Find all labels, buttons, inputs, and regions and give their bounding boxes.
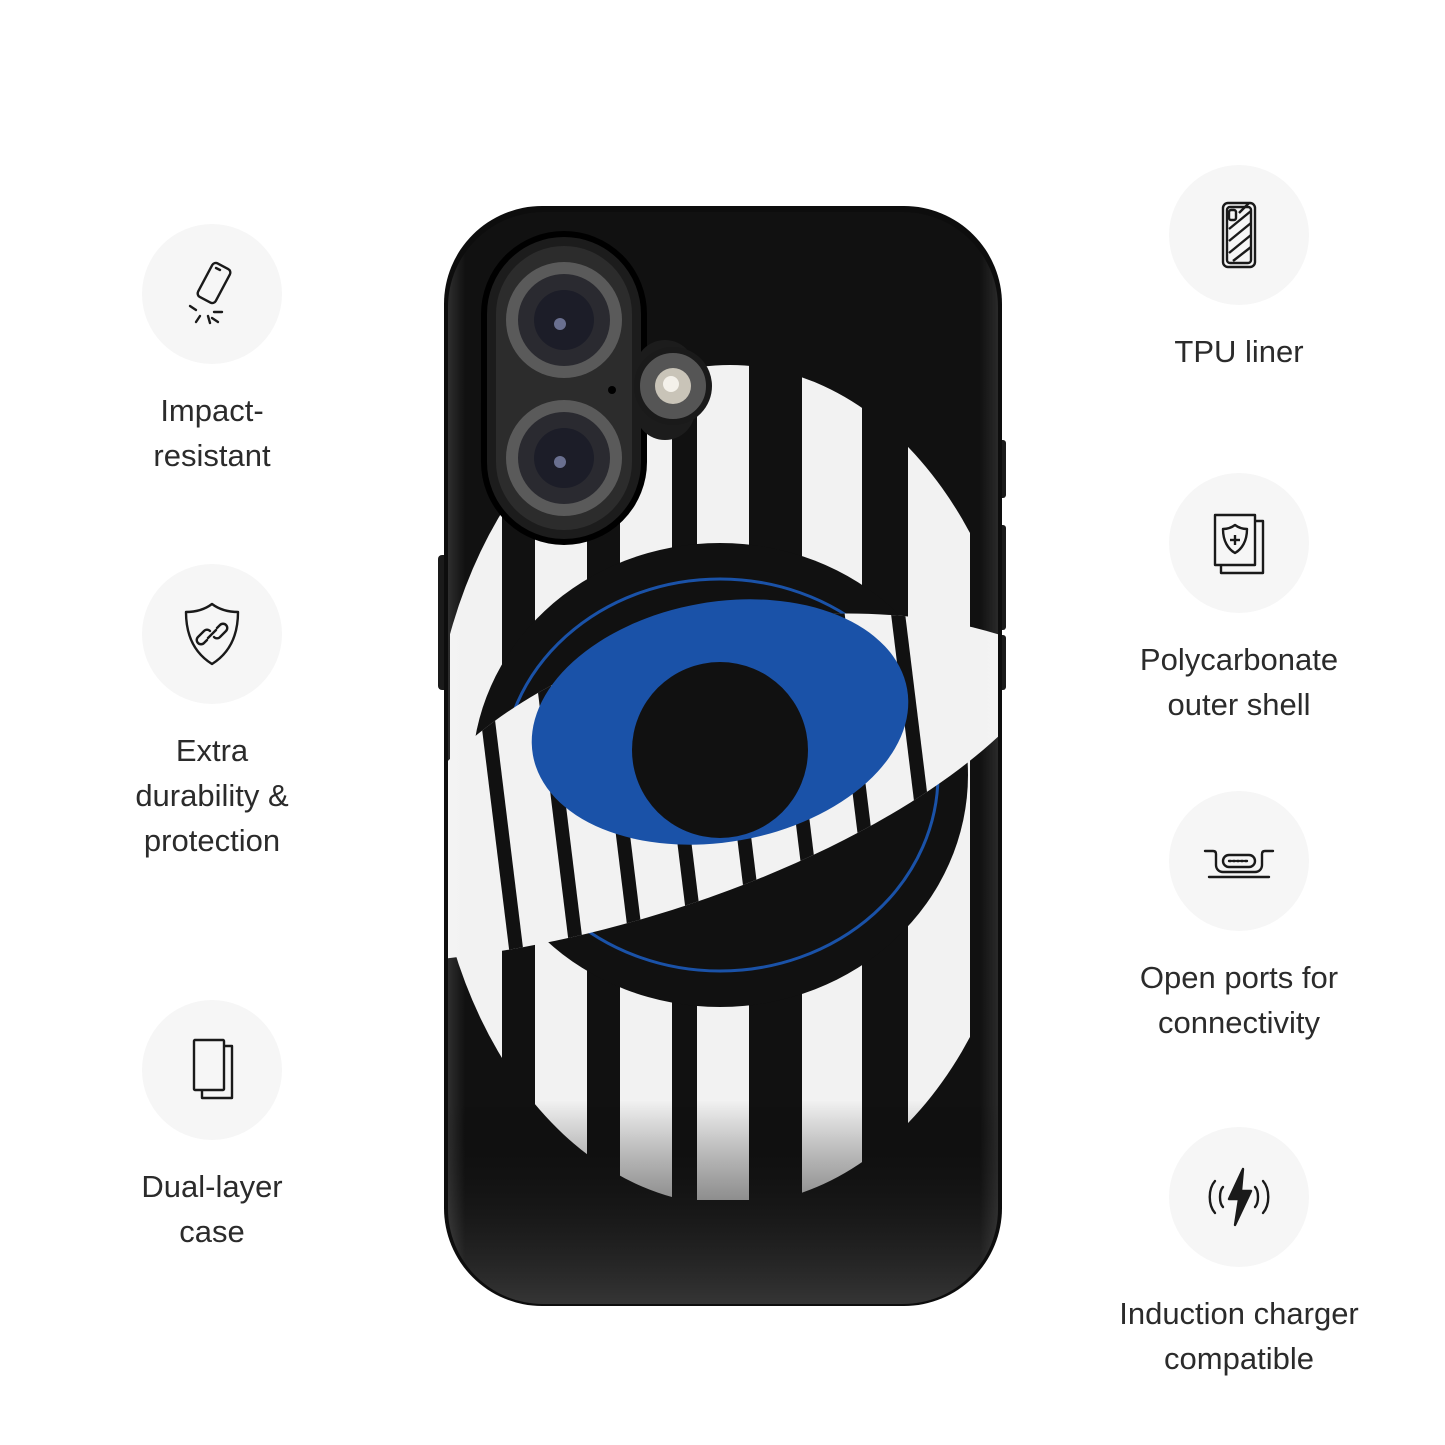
feature-dual-layer: Dual-layer case [92,1000,332,1254]
feature-extra-durability: Extra durability & protection [82,564,342,863]
case-artwork [448,212,998,1304]
wireless-charging-icon [1169,1127,1309,1267]
feature-label: TPU liner [1174,334,1304,369]
feature-label: Polycarbonate outer shell [1139,642,1339,722]
shield-layers-icon [1169,473,1309,613]
camera-module [481,231,712,545]
usb-port-icon [1169,791,1309,931]
feature-label: Dual-layer case [141,1169,283,1249]
feature-label: Open ports for connectivity [1139,960,1339,1040]
feature-label: Impact- resistant [153,393,271,473]
feature-polycarbonate: Polycarbonate outer shell [1099,473,1379,727]
phone-case-image [438,206,1006,1306]
shield-link-icon [142,564,282,704]
feature-impact-resistant: Impact- resistant [92,224,332,478]
dual-layer-icon [142,1000,282,1140]
feature-label: Induction charger compatible [1119,1296,1359,1376]
phone-drop-icon [142,224,282,364]
feature-label: Extra durability & protection [135,733,289,858]
feature-induction-charger: Induction charger compatible [1079,1127,1399,1381]
feature-tpu-liner: TPU liner [1119,165,1359,374]
tpu-liner-icon [1169,165,1309,305]
feature-open-ports: Open ports for connectivity [1099,791,1379,1045]
